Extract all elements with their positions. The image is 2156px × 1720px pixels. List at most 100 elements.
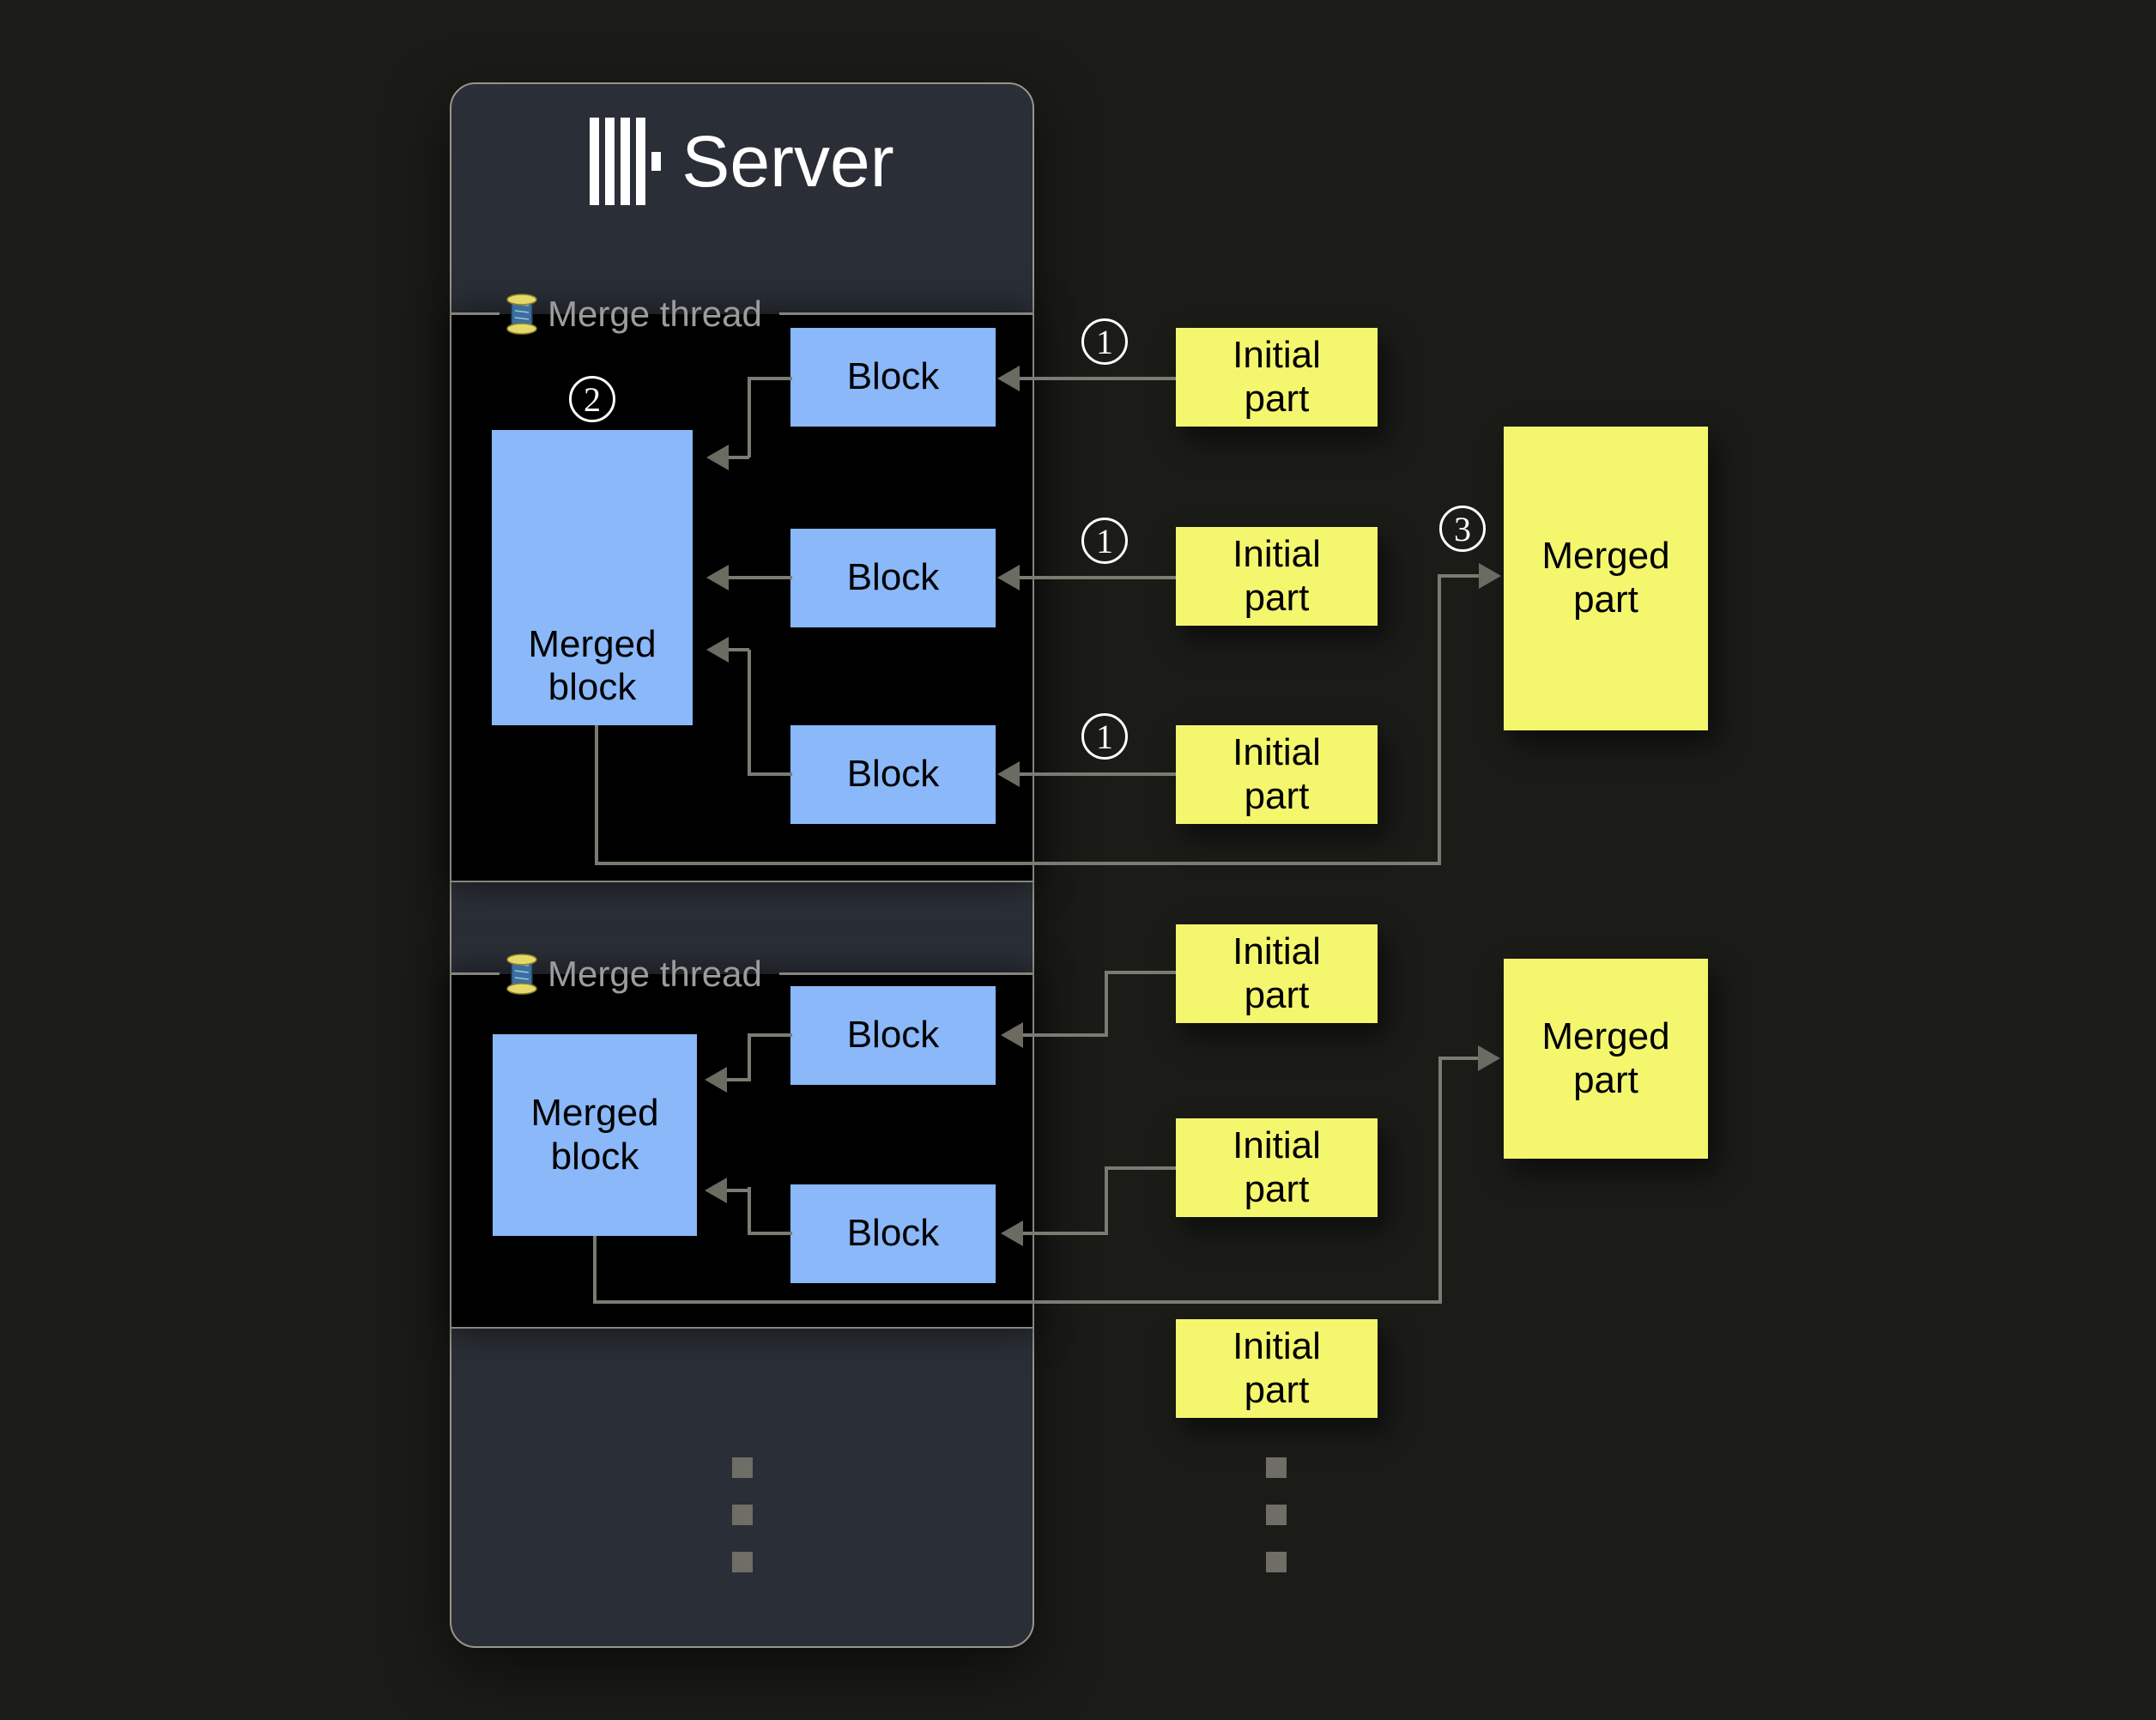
logo-bar: [636, 118, 646, 205]
step-number: 1: [1096, 717, 1113, 756]
server-title: Server: [681, 121, 894, 202]
merged-block-label: Merged block: [528, 622, 657, 709]
block-box-5: Block: [790, 1184, 996, 1283]
step-number: 1: [1096, 322, 1113, 361]
arrow-block1-to-merged: [748, 377, 751, 457]
arrowhead-right-icon: [1479, 563, 1501, 589]
step-badge-merge: 2: [569, 376, 615, 422]
arrow-initial-to-block-4: [1023, 1033, 1106, 1037]
logo-bar: [621, 118, 631, 205]
legend-line: [451, 972, 500, 975]
arrowhead-left-icon: [705, 1067, 727, 1093]
arrowhead-left-icon: [705, 1178, 727, 1203]
arrowhead-left-icon: [1001, 1022, 1023, 1048]
merged-block-label: Merged block: [530, 1091, 659, 1178]
arrow-merged-block2-to-part: [1442, 1057, 1480, 1060]
initial-part-label: Initial part: [1232, 532, 1321, 619]
arrowhead-left-icon: [997, 761, 1020, 787]
ellipsis-dot: [732, 1552, 753, 1572]
initial-part-note-5: Initial part: [1176, 1118, 1378, 1217]
initial-part-label: Initial part: [1232, 730, 1321, 817]
arrow-block1-to-merged: [725, 456, 749, 459]
merge-thread-legend-2: Merge thread: [505, 952, 762, 996]
arrow-initial-to-block-4: [1105, 971, 1108, 1037]
arrowhead-left-icon: [1001, 1220, 1023, 1246]
arrow-merged-block1-to-part: [595, 725, 598, 863]
initial-part-label: Initial part: [1232, 1123, 1321, 1210]
block-box-2: Block: [790, 529, 996, 627]
initial-part-note-3: Initial part: [1176, 725, 1378, 824]
merged-block-box-2: Merged block: [493, 1034, 697, 1236]
logo-dot: [651, 152, 662, 171]
merged-part-label: Merged part: [1541, 535, 1670, 621]
initial-part-note-1: Initial part: [1176, 328, 1378, 427]
merge-thread-label: Merge thread: [548, 294, 762, 334]
block-label: Block: [846, 753, 940, 796]
block-box-3: Block: [790, 725, 996, 824]
arrow-merged-block1-to-part: [1438, 574, 1441, 865]
legend-line: [779, 312, 1033, 315]
ellipsis-dot: [732, 1505, 753, 1525]
arrowhead-left-icon: [706, 637, 729, 663]
arrow-initial-to-block-5: [1023, 1232, 1106, 1235]
arrow-initial-to-block-5: [1105, 1166, 1176, 1170]
initial-part-note-4: Initial part: [1176, 924, 1378, 1023]
ellipsis-dot: [1266, 1552, 1287, 1572]
arrowhead-left-icon: [997, 366, 1020, 391]
initial-part-note-6: Initial part: [1176, 1319, 1378, 1418]
step-badge-insert: 1: [1081, 713, 1128, 760]
logo-bar: [605, 118, 615, 205]
arrow-initial-to-block-3: [1016, 772, 1176, 776]
step-number: 2: [584, 379, 601, 419]
ellipsis-dot: [732, 1457, 753, 1478]
arrow-block4-to-merged: [748, 1033, 792, 1037]
arrow-initial-to-block-5: [1105, 1166, 1108, 1235]
step-badge-output: 3: [1439, 506, 1486, 552]
merged-part-note-2: Merged part: [1504, 959, 1708, 1159]
arrowhead-left-icon: [706, 565, 729, 590]
arrow-merged-block2-to-part: [593, 1300, 1442, 1304]
clickhouse-logo-icon: [590, 117, 662, 206]
block-label: Block: [846, 1212, 940, 1255]
arrow-block3-to-merged: [749, 772, 792, 776]
block-box-1: Block: [790, 328, 996, 427]
merge-thread-legend-1: Merge thread: [505, 292, 762, 336]
merge-thread-label: Merge thread: [548, 954, 762, 994]
arrow-block4-to-merged: [748, 1033, 751, 1081]
arrow-initial-to-block-1: [1016, 377, 1176, 380]
merged-block-box-1: Merged block: [492, 430, 693, 725]
arrow-block3-to-merged: [748, 650, 751, 776]
arrow-block5-to-merged: [748, 1187, 751, 1235]
merged-part-note-1: Merged part: [1504, 427, 1708, 730]
arrow-block3-to-merged: [725, 648, 749, 651]
arrow-merged-block2-to-part: [1438, 1057, 1442, 1304]
block-box-4: Block: [790, 986, 996, 1085]
legend-line: [451, 312, 500, 315]
merged-part-label: Merged part: [1541, 1014, 1670, 1101]
arrow-block4-to-merged: [727, 1078, 749, 1081]
logo-bar: [590, 118, 600, 205]
arrow-merged-block1-to-part: [595, 862, 1441, 865]
initial-part-label: Initial part: [1232, 333, 1321, 420]
arrow-block5-to-merged: [727, 1189, 749, 1192]
arrow-block2-to-merged: [725, 576, 792, 579]
arrowhead-left-icon: [997, 565, 1020, 590]
arrow-merged-block1-to-part: [1441, 574, 1479, 578]
block-label: Block: [846, 355, 940, 398]
ellipsis-dot: [1266, 1505, 1287, 1525]
server-header: Server: [450, 110, 1034, 213]
arrow-initial-to-block-2: [1016, 576, 1176, 579]
block-label: Block: [846, 1014, 940, 1057]
initial-part-note-2: Initial part: [1176, 527, 1378, 626]
arrow-block5-to-merged: [748, 1232, 792, 1235]
legend-line: [779, 972, 1033, 975]
arrowhead-left-icon: [706, 445, 729, 470]
arrowhead-right-icon: [1478, 1045, 1500, 1071]
ellipsis-dot: [1266, 1457, 1287, 1478]
thread-spool-icon: [506, 294, 537, 335]
arrow-merged-block2-to-part: [593, 1236, 597, 1304]
initial-part-label: Initial part: [1232, 930, 1321, 1016]
arrow-block1-to-merged: [749, 377, 792, 380]
step-badge-insert: 1: [1081, 518, 1128, 564]
